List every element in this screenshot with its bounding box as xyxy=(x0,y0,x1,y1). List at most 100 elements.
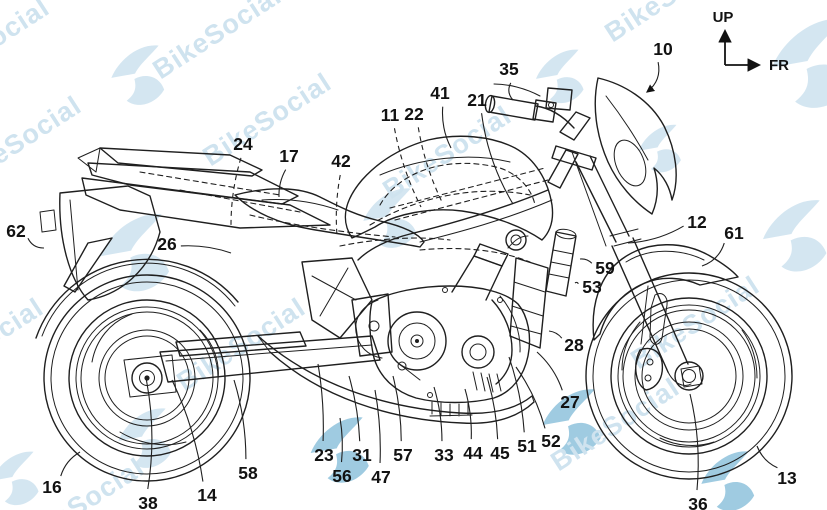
ref-label-13: 13 xyxy=(777,468,797,488)
leader-line-14 xyxy=(171,379,204,482)
ref-label-47: 47 xyxy=(371,467,390,487)
watermark-text: BikeSocial xyxy=(197,67,336,172)
leader-line-53 xyxy=(574,281,579,285)
leader-line-17 xyxy=(278,169,287,198)
ref-label-16: 16 xyxy=(42,477,62,497)
watermark-swoosh-icon xyxy=(0,449,46,510)
rear-wheel xyxy=(43,274,251,482)
front-fender xyxy=(592,244,739,345)
leader-line-38 xyxy=(145,377,153,490)
mudflap xyxy=(63,237,113,293)
leader-line-22 xyxy=(417,127,444,205)
ref-label-12: 12 xyxy=(687,212,707,232)
shock-absorber xyxy=(545,228,577,297)
hidden-lines xyxy=(339,237,531,263)
watermark-text: BikeSocial xyxy=(0,292,49,397)
leader-line-16 xyxy=(60,451,81,477)
ref-label-22: 22 xyxy=(404,104,424,124)
ref-label-61: 61 xyxy=(724,223,744,243)
watermark-text: BikeSocial xyxy=(10,452,149,510)
leader-line-36 xyxy=(689,393,699,491)
watermark-text: BikeSocial xyxy=(0,0,55,97)
ref-label-44: 44 xyxy=(463,443,483,463)
ref-label-42: 42 xyxy=(331,151,351,171)
ref-label-35: 35 xyxy=(499,59,519,79)
ref-label-11: 11 xyxy=(381,105,400,125)
front-fork xyxy=(571,151,692,386)
rear-fender xyxy=(35,185,239,339)
watermark-text: BikeSocial xyxy=(147,0,286,85)
leader-line-12 xyxy=(627,225,684,244)
ref-label-62: 62 xyxy=(6,221,26,241)
ref-label-26: 26 xyxy=(157,234,177,254)
leader-line-28 xyxy=(548,330,563,339)
leader-line-21 xyxy=(481,113,514,205)
leader-line-44 xyxy=(464,388,472,440)
leader-line-58 xyxy=(233,379,247,460)
motorcycle-drawing xyxy=(35,77,793,482)
watermark-swoosh-icon xyxy=(93,211,180,300)
ref-label-17: 17 xyxy=(279,146,298,166)
leader-line-10 xyxy=(646,62,660,93)
ref-label-23: 23 xyxy=(314,445,334,465)
brake-lever xyxy=(493,83,541,97)
front-brake-caliper xyxy=(635,347,664,391)
switch-housing xyxy=(532,99,557,123)
ref-label-58: 58 xyxy=(238,463,258,483)
steering-head xyxy=(547,111,597,189)
leader-line-23 xyxy=(317,363,324,442)
leader-line-51 xyxy=(508,356,525,433)
ref-label-53: 53 xyxy=(582,277,602,297)
leader-line-56 xyxy=(339,417,343,463)
ref-label-31: 31 xyxy=(352,445,372,465)
tail-bodywork xyxy=(77,147,331,229)
ref-label-28: 28 xyxy=(564,335,584,355)
seat xyxy=(234,188,425,248)
ref-label-41: 41 xyxy=(430,83,450,103)
leader-line-45 xyxy=(486,376,499,440)
swingarm xyxy=(123,331,381,398)
leader-line-47 xyxy=(374,389,381,464)
taillight xyxy=(39,209,57,233)
handlebar-grip xyxy=(484,83,575,129)
headlight-cowl xyxy=(594,77,677,215)
leader-line-26 xyxy=(180,245,232,254)
watermark-text: BikeSocial xyxy=(0,90,87,195)
ref-label-45: 45 xyxy=(490,443,510,463)
watermark-swoosh-icon xyxy=(531,47,591,109)
ref-label-36: 36 xyxy=(688,494,708,510)
ref-label-52: 52 xyxy=(541,431,561,451)
front-wheel xyxy=(585,272,793,480)
ref-label-51: 51 xyxy=(517,436,537,456)
fuel-tank xyxy=(344,135,554,241)
ref-label-38: 38 xyxy=(138,493,158,510)
undercowl xyxy=(257,335,535,425)
exhaust-pipe xyxy=(491,299,513,385)
ref-label-14: 14 xyxy=(197,485,217,505)
leader-line-57 xyxy=(392,375,402,442)
up-axis-label: UP xyxy=(713,9,734,26)
radiator xyxy=(509,257,549,349)
watermark-text: BikeSocial xyxy=(171,292,310,397)
ref-label-10: 10 xyxy=(653,39,673,59)
leader-line-42 xyxy=(335,174,341,236)
leader-line-24 xyxy=(230,157,242,226)
master-cylinder xyxy=(545,87,573,111)
leader-line-11 xyxy=(393,128,422,208)
ref-label-27: 27 xyxy=(560,392,579,412)
ref-label-33: 33 xyxy=(434,445,454,465)
ref-label-59: 59 xyxy=(595,258,615,278)
fr-axis-label: FR xyxy=(769,57,789,74)
watermark-swoosh-icon xyxy=(756,197,827,279)
leader-line-62 xyxy=(27,238,45,249)
leader-line-52 xyxy=(515,366,546,429)
leader-line-33 xyxy=(433,386,443,442)
leader-line-35 xyxy=(508,82,514,101)
ref-label-57: 57 xyxy=(393,445,412,465)
leader-line-13 xyxy=(756,445,778,469)
leader-line-31 xyxy=(348,375,361,442)
leader-line-61 xyxy=(701,242,725,267)
